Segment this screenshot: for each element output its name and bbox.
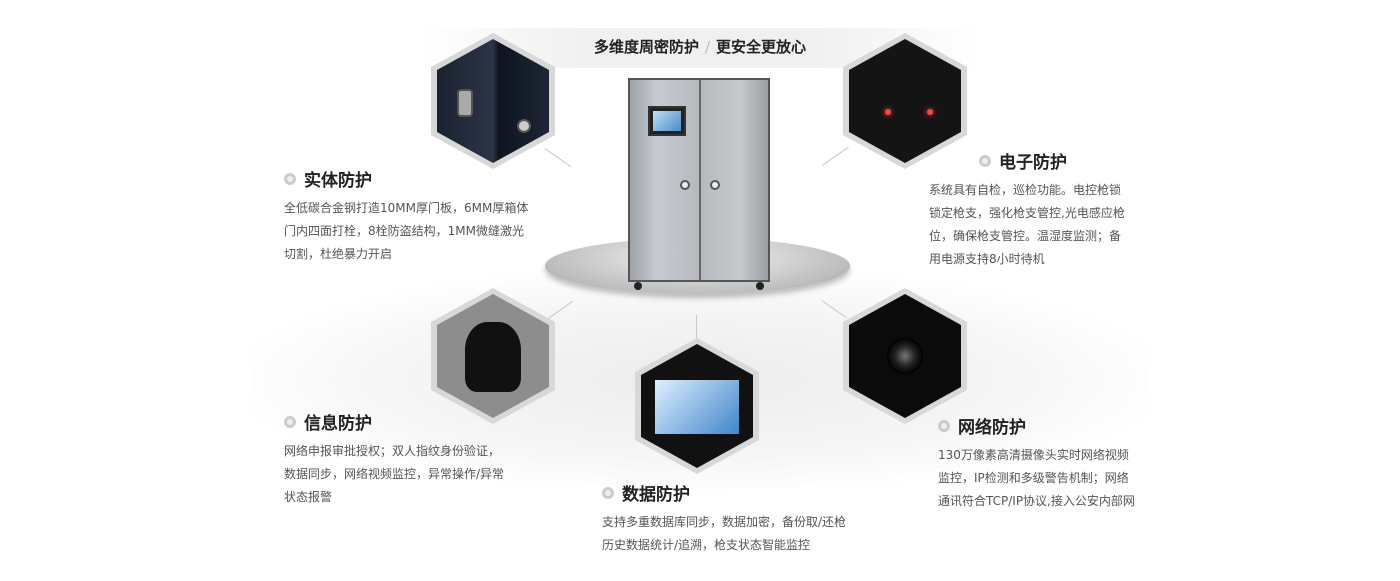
feature-body: 网络申报审批授权；双人指纹身份验证，数据同步，网络视频监控，异常操作/异常状态报…: [284, 444, 505, 504]
feature-physical: 实体防护全低碳合金钢打造10MM厚门板，6MM厚箱体门内四面打栓，8栓防盗结构，…: [284, 166, 534, 266]
feature-body: 系统具有自检，巡检功能。电控枪锁锁定枪支，强化枪支管控,光电感应枪位，确保枪支管…: [929, 183, 1125, 266]
feature-title: 信息防护: [304, 414, 372, 434]
touchscreen-image: [635, 338, 759, 474]
connector-line: [544, 148, 572, 168]
feature-title: 网络防护: [958, 418, 1026, 438]
camera-image: [843, 288, 967, 424]
feature-body: 支持多重数据库同步，数据加密，备份取/还枪历史数据统计/追溯，枪支状态智能监控: [602, 515, 847, 552]
bullet-icon: [284, 415, 296, 428]
page-title: 多维度周密防护 / 更安全更放心: [0, 36, 1400, 57]
bullet-icon: [284, 172, 296, 185]
feature-body: 130万像素高清摄像头实时网络视频监控，IP检测和多级警告机制；网络通讯符合TC…: [938, 448, 1135, 508]
bullet-icon: [602, 486, 614, 499]
gun-cabinet-image: [628, 78, 770, 290]
feature-information: 信息防护网络申报审批授权；双人指纹身份验证，数据同步，网络视频监控，异常操作/异…: [284, 409, 506, 509]
gun-lock-image: [843, 33, 967, 169]
connector-line: [696, 315, 697, 339]
feature-data: 数据防护支持多重数据库同步，数据加密，备份取/还枪历史数据统计/追溯，枪支状态智…: [602, 480, 852, 557]
title-right: 更安全更放心: [716, 38, 807, 56]
feature-electronic: 电子防护系统具有自检，巡检功能。电控枪锁锁定枪支，强化枪支管控,光电感应枪位，确…: [929, 148, 1129, 271]
feature-body: 全低碳合金钢打造10MM厚门板，6MM厚箱体门内四面打栓，8栓防盗结构，1MM微…: [284, 201, 529, 261]
connector-line: [822, 146, 849, 166]
feature-title: 数据防护: [622, 485, 690, 505]
feature-network: 网络防护 130万像素高清摄像头实时网络视频监控，IP检测和多级警告机制；网络通讯…: [938, 413, 1138, 513]
bullet-icon: [938, 419, 950, 432]
title-separator: /: [704, 38, 711, 56]
bullet-icon: [979, 154, 991, 167]
title-left: 多维度周密防护: [593, 38, 699, 56]
feature-title: 实体防护: [304, 171, 372, 191]
feature-title: 电子防护: [999, 153, 1067, 173]
